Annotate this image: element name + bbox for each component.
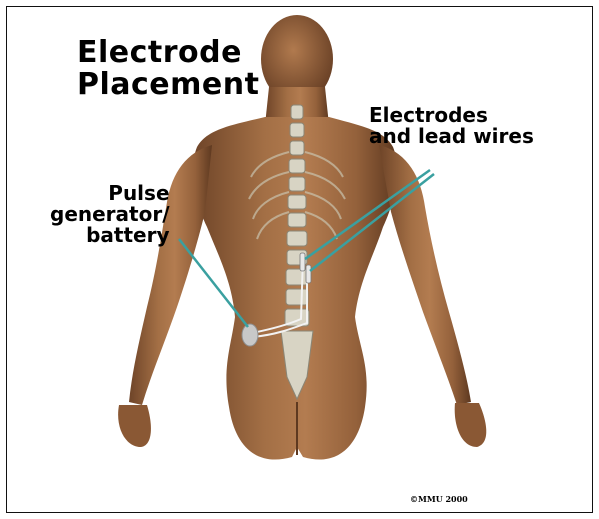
figure-frame: Electrode Placement Electrodes and lead … <box>6 6 593 513</box>
right-hand <box>455 403 487 447</box>
left-hand <box>118 405 151 447</box>
right-arm <box>379 145 471 405</box>
pulse-generator <box>242 324 258 346</box>
electrodes-label: Electrodes and lead wires <box>369 105 534 147</box>
copyright-text: ©MMU 2000 <box>410 495 468 503</box>
pulse-generator-label: Pulse generator/ battery <box>50 183 170 246</box>
diagram-title: Electrode Placement <box>77 37 259 100</box>
